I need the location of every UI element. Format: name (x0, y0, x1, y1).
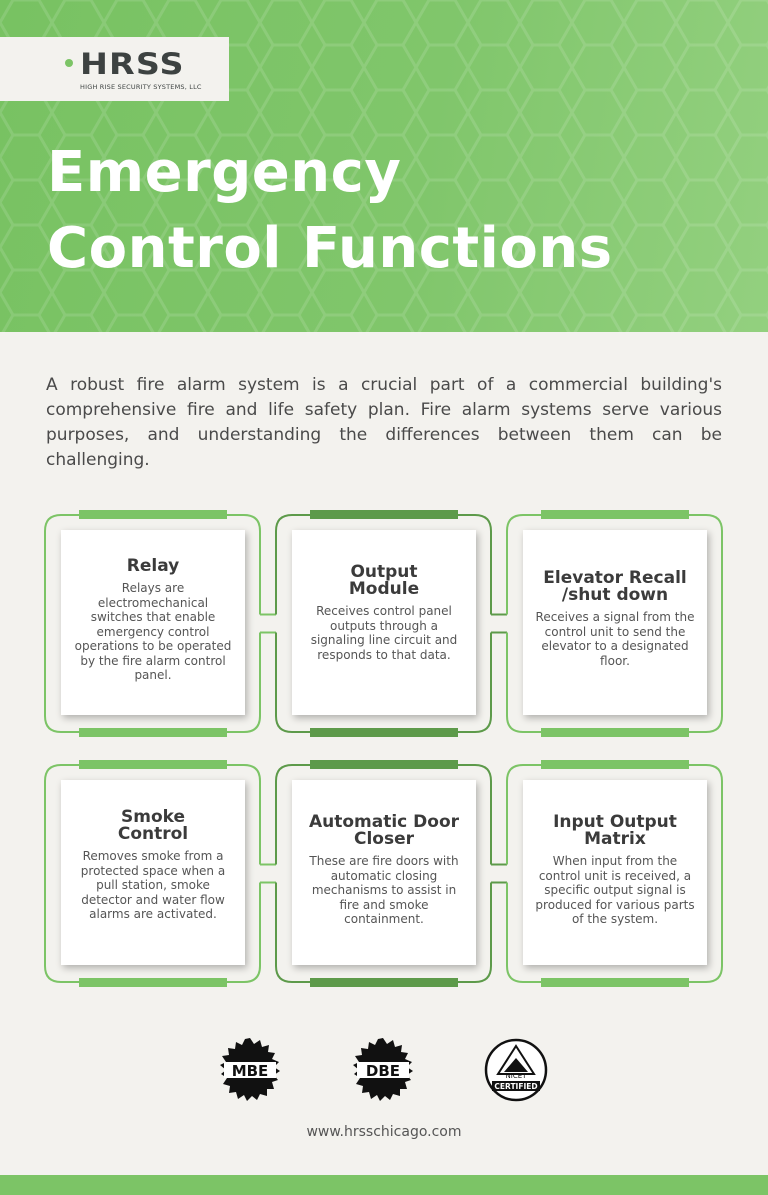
header-banner: HRSS HIGH RISE SECURITY SYSTEMS, LLC Eme… (0, 0, 768, 332)
card-title: Input Output Matrix (553, 812, 677, 849)
logo-name: HRSS (80, 47, 185, 81)
footer-bar (0, 1175, 768, 1195)
frame-top-bar (310, 760, 458, 769)
logo[interactable]: HRSS HIGH RISE SECURITY SYSTEMS, LLC (0, 37, 229, 101)
frame-bottom-bar (541, 978, 689, 987)
frame-bottom-bar (541, 728, 689, 737)
badge-label: NICET (506, 1072, 528, 1080)
badge-sub: CERTIFIED (494, 1082, 537, 1091)
badge-label: DBE (366, 1062, 400, 1080)
card-text: These are fire doors with automatic clos… (309, 854, 459, 926)
frame-top-bar (79, 760, 227, 769)
dbe-badge: DBE (353, 1038, 413, 1101)
website-link[interactable]: www.hrsschicago.com (306, 1124, 462, 1140)
title-line-2: Control Functions (47, 216, 613, 281)
mbe-badge: MBE (220, 1038, 280, 1101)
frame-top-bar (541, 760, 689, 769)
intro-paragraph: A robust fire alarm system is a crucial … (46, 375, 722, 470)
frame-bottom-bar (310, 978, 458, 987)
nicet-badge: NICET CERTIFIED (484, 1038, 548, 1102)
logo-dot-icon (65, 59, 73, 67)
frame-top-bar (79, 510, 227, 519)
card-title: Automatic Door Closer (308, 812, 460, 849)
card-text: When input from the control unit is rece… (535, 854, 695, 926)
card-title: Relay (126, 556, 180, 576)
card-text: Removes smoke from a protected space whe… (80, 849, 226, 921)
frame-top-bar (541, 510, 689, 519)
frame-bottom-bar (79, 728, 227, 737)
card-title: Smoke Control (117, 807, 189, 844)
page-title: Emergency Control Functions (47, 135, 613, 287)
card-text: Relays are electromechanical switches th… (74, 581, 232, 682)
card-title: Elevator Recall /shut down (543, 568, 687, 605)
title-line-1: Emergency (47, 140, 402, 205)
card-text: Receives control panel outputs through a… (310, 604, 458, 662)
card-text: Receives a signal from the control unit … (535, 610, 695, 668)
frame-bottom-bar (310, 728, 458, 737)
card-title: Output Module (348, 562, 420, 599)
frame-top-bar (310, 510, 458, 519)
certification-badges: MBE DBE NICET CERTIFIED (0, 1038, 768, 1104)
frame-bottom-bar (79, 978, 227, 987)
badge-label: MBE (232, 1062, 269, 1080)
logo-tagline: HIGH RISE SECURITY SYSTEMS, LLC (80, 83, 202, 91)
